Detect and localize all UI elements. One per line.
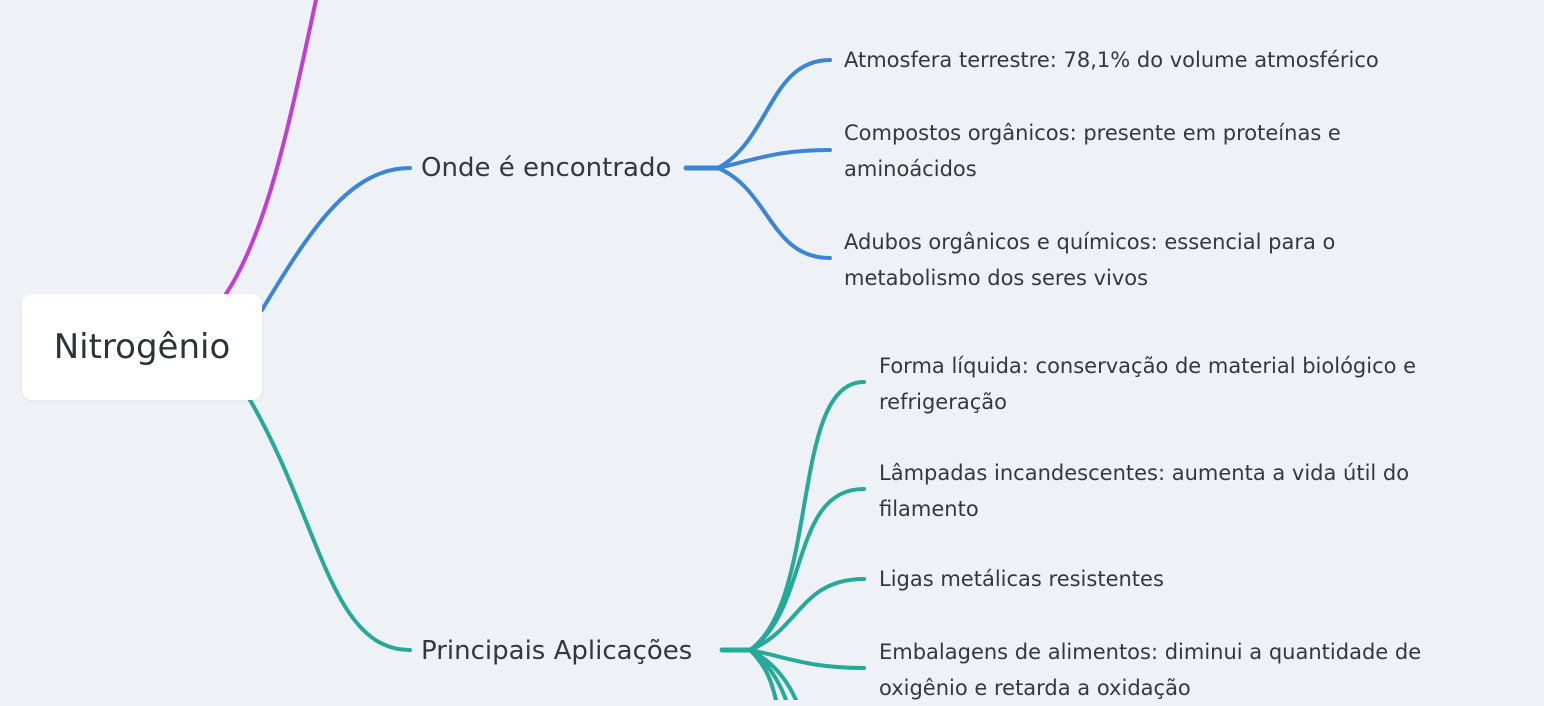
connector-onde-leaf-3 bbox=[716, 166, 832, 260]
connector-aplicacoes-leaf-4 bbox=[748, 648, 866, 670]
connector-onde-leaf-1 bbox=[716, 58, 832, 170]
leaf-topic-line: Lâmpadas incandescentes: aumenta a vida … bbox=[879, 461, 1410, 485]
leaf-topic-embalagens[interactable]: Embalagens de alimentos: diminui a quant… bbox=[879, 634, 1421, 706]
connector-root-onde bbox=[260, 166, 412, 312]
leaf-topic-ligas-metalicas[interactable]: Ligas metálicas resistentes bbox=[879, 561, 1164, 597]
leaf-topic-line: aminoácidos bbox=[844, 157, 977, 181]
connector-aplicacoes-leaf-7 bbox=[748, 648, 798, 700]
branch-topic-label: Onde é encontrado bbox=[421, 153, 672, 183]
leaf-topic-line: oxigênio e retarda a oxidação bbox=[879, 676, 1191, 700]
root-topic-node[interactable]: Nitrogênio bbox=[22, 294, 262, 400]
leaf-topic-line: Embalagens de alimentos: diminui a quant… bbox=[879, 640, 1422, 664]
connector-aplicacoes-leaf-2 bbox=[748, 487, 866, 652]
connector-root-aplicacoes bbox=[248, 398, 412, 652]
leaf-topic-line: Adubos orgânicos e químicos: essencial p… bbox=[844, 230, 1336, 254]
root-topic-label: Nitrogênio bbox=[53, 327, 231, 367]
connector-aplicacoes-leaf-3 bbox=[748, 577, 866, 652]
connector-onde-leaf-2 bbox=[716, 148, 832, 170]
branch-topic-onde-encontrado[interactable]: Onde é encontrado bbox=[421, 151, 671, 185]
leaf-topic-line: Atmosfera terrestre: 78,1% do volume atm… bbox=[844, 48, 1379, 72]
leaf-topic-line: Forma líquida: conservação de material b… bbox=[879, 354, 1417, 378]
connector-aplicacoes-leaf-1 bbox=[748, 380, 866, 652]
leaf-topic-compostos-organicos[interactable]: Compostos orgânicos: presente em proteín… bbox=[844, 115, 1341, 187]
connector-root-top-branch bbox=[224, 0, 318, 296]
branch-topic-principais-aplicacoes[interactable]: Principais Aplicações bbox=[421, 634, 692, 668]
leaf-topic-forma-liquida[interactable]: Forma líquida: conservação de material b… bbox=[879, 348, 1416, 420]
leaf-topic-line: Compostos orgânicos: presente em proteín… bbox=[844, 121, 1341, 145]
leaf-topic-line: metabolismo dos seres vivos bbox=[844, 266, 1149, 290]
leaf-topic-lampadas[interactable]: Lâmpadas incandescentes: aumenta a vida … bbox=[879, 455, 1409, 527]
leaf-topic-line: refrigeração bbox=[879, 390, 1007, 414]
branch-topic-label: Principais Aplicações bbox=[421, 636, 693, 666]
leaf-topic-line: filamento bbox=[879, 497, 979, 521]
leaf-topic-atmosfera[interactable]: Atmosfera terrestre: 78,1% do volume atm… bbox=[844, 42, 1379, 78]
leaf-topic-line: Ligas metálicas resistentes bbox=[879, 567, 1164, 591]
leaf-topic-adubos[interactable]: Adubos orgânicos e químicos: essencial p… bbox=[844, 224, 1335, 296]
